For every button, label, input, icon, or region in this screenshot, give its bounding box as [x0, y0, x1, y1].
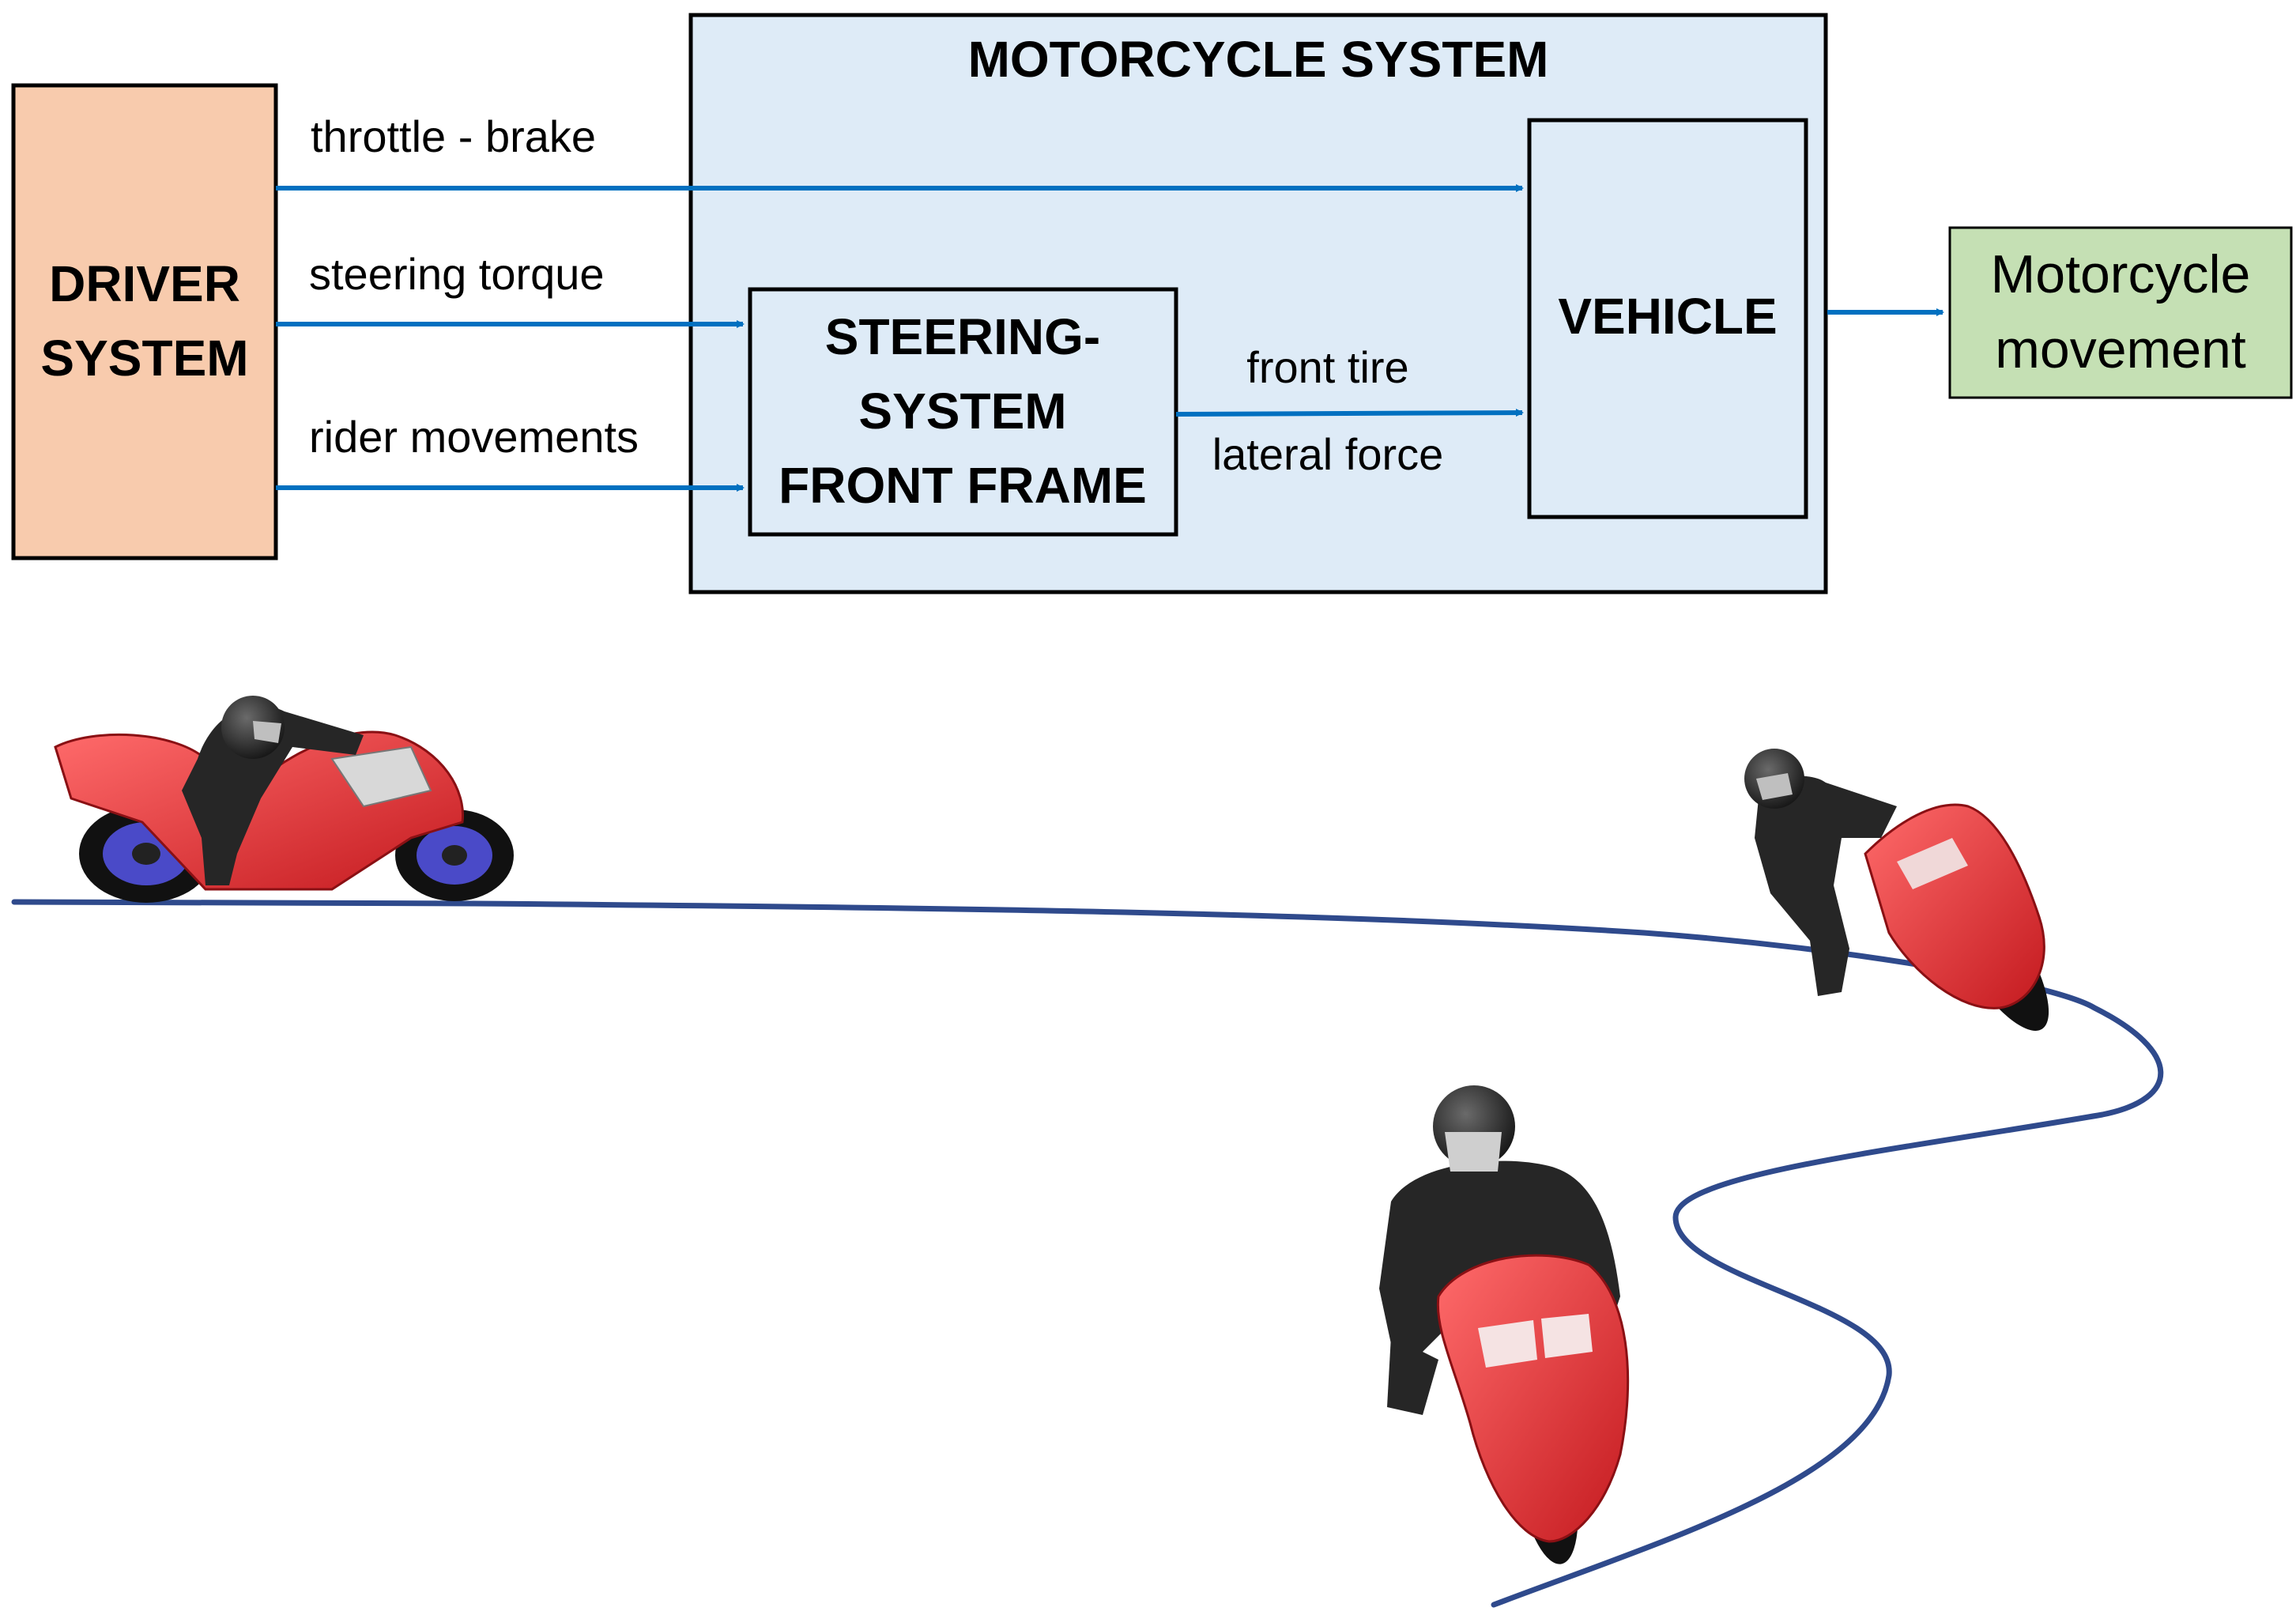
motorcycle-system-title: MOTORCYCLE SYSTEM [968, 31, 1549, 88]
motorcycle-movement-label-line1: Motorcycle [1991, 244, 2251, 304]
road-trajectory [11, 899, 2164, 1608]
steering-system-label-line1: STEERING- [825, 308, 1100, 365]
steering-torque-label: steering torque [309, 249, 605, 299]
driver-system-label-line1: DRIVER [49, 255, 240, 312]
motorcycle-rider-straight-icon [54, 696, 514, 903]
vehicle-box: VEHICLE [1527, 118, 1808, 519]
motorcycle-movement-label-line2: movement [1995, 319, 2246, 379]
steering-system-label-line3: FRONT FRAME [779, 457, 1147, 514]
steering-system-label-line2: SYSTEM [858, 383, 1066, 440]
motorcycle-rider-leaning-icon [1744, 749, 2049, 1031]
rider-movements-label: rider movements [309, 412, 639, 462]
motorcycle-movement-box: Motorcycle movement [1948, 226, 2293, 399]
front-tire-lateral-force-arrow [1175, 409, 1524, 417]
driver-system-box: DRIVER SYSTEM [11, 83, 278, 560]
vehicle-label: VEHICLE [1558, 288, 1777, 345]
driver-system-label-line2: SYSTEM [40, 330, 248, 387]
lateral-force-label: lateral force [1212, 429, 1444, 479]
throttle-brake-label: throttle - brake [311, 111, 596, 161]
motorcycle-rider-front-icon [1379, 1085, 1630, 1564]
front-tire-label: front tire [1246, 342, 1408, 392]
steering-system-box: STEERING- SYSTEM FRONT FRAME [748, 287, 1178, 537]
signal-arrows [276, 184, 1944, 492]
